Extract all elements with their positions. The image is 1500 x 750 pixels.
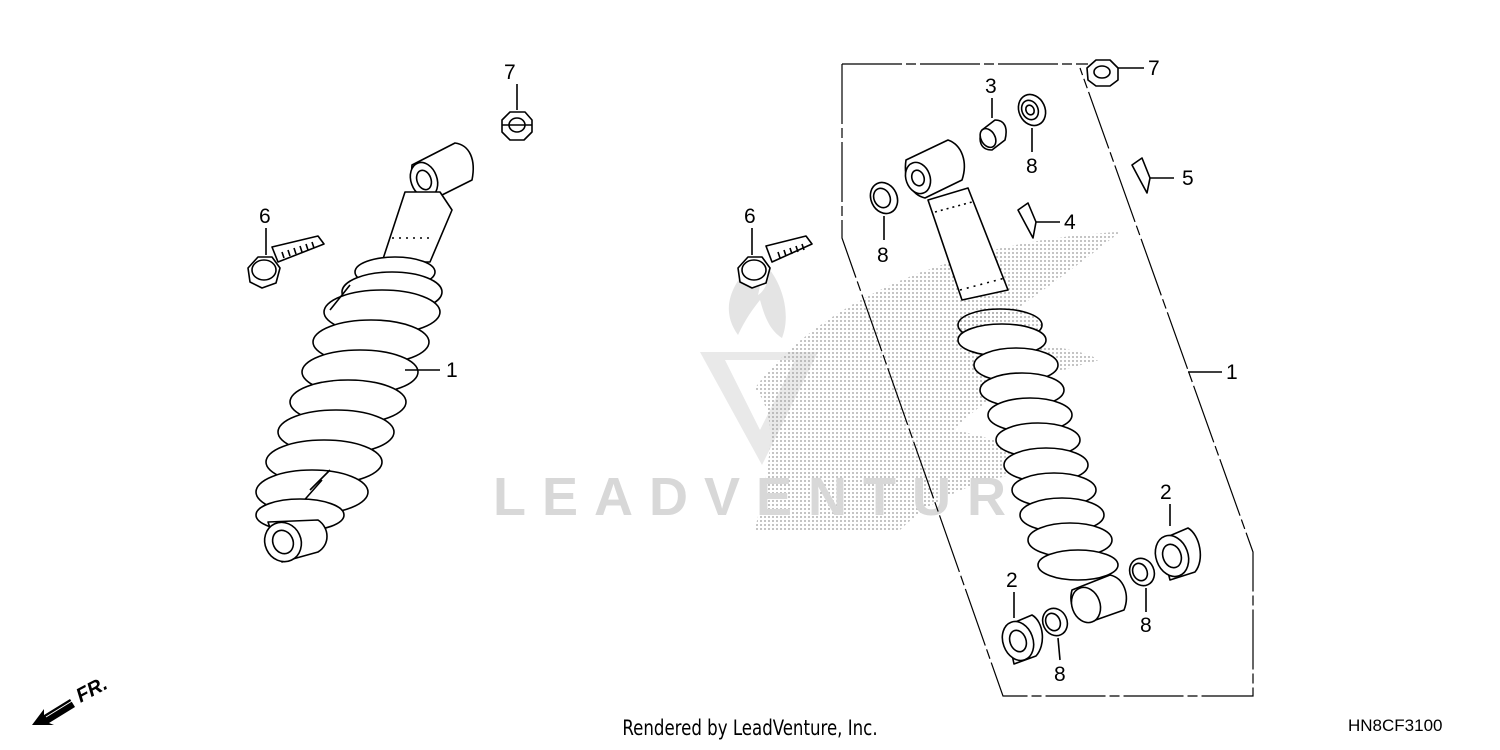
callout-right-1: 1 — [1226, 361, 1238, 384]
callout-left-7: 7 — [504, 61, 516, 84]
bolt-icon — [247, 235, 325, 289]
callout-right-8a: 8 — [1026, 155, 1038, 178]
dust-seal-icon — [1001, 614, 1044, 665]
callout-right-2b: 2 — [1006, 569, 1018, 592]
right-shock-assembly — [737, 59, 1222, 665]
callout-left-1: 1 — [446, 359, 458, 382]
callout-right-8b: 8 — [877, 244, 889, 267]
callout-right-6: 6 — [744, 205, 756, 228]
watermark-text: LEADVENTURE — [493, 467, 1074, 527]
callout-right-2a: 2 — [1160, 481, 1172, 504]
bearing-icon — [869, 181, 899, 215]
dust-seal-icon — [1154, 527, 1202, 581]
assembly-boundary — [841, 63, 1254, 697]
callout-right-5: 5 — [1182, 167, 1194, 190]
arrow-icon — [32, 699, 75, 725]
clip-icon — [1017, 202, 1037, 239]
diagram-code: HN8CF3100 — [1348, 716, 1443, 735]
left-shock-assembly — [247, 84, 533, 563]
callout-right-3: 3 — [985, 75, 997, 98]
rendered-by-credit: Rendered by LeadVenture, Inc. — [622, 716, 878, 740]
bearing-icon — [1128, 557, 1156, 587]
bolt-icon — [737, 235, 813, 289]
bearing-icon — [1017, 93, 1047, 127]
callout-left-6: 6 — [259, 205, 271, 228]
collar-icon — [979, 119, 1007, 151]
flange-nut-icon — [1086, 59, 1119, 87]
flange-nut-icon — [501, 111, 533, 141]
callout-labels: 7 6 1 7 3 8 8 5 4 6 1 2 2 8 8 — [259, 57, 1238, 686]
callout-right-4: 4 — [1064, 211, 1076, 234]
callout-right-8d: 8 — [1054, 663, 1066, 686]
bearing-icon — [1041, 607, 1069, 637]
clip-icon — [1131, 157, 1151, 194]
front-direction-marker: FR. — [30, 673, 130, 735]
callout-right-8c: 8 — [1140, 614, 1152, 637]
callout-right-7: 7 — [1148, 57, 1160, 80]
